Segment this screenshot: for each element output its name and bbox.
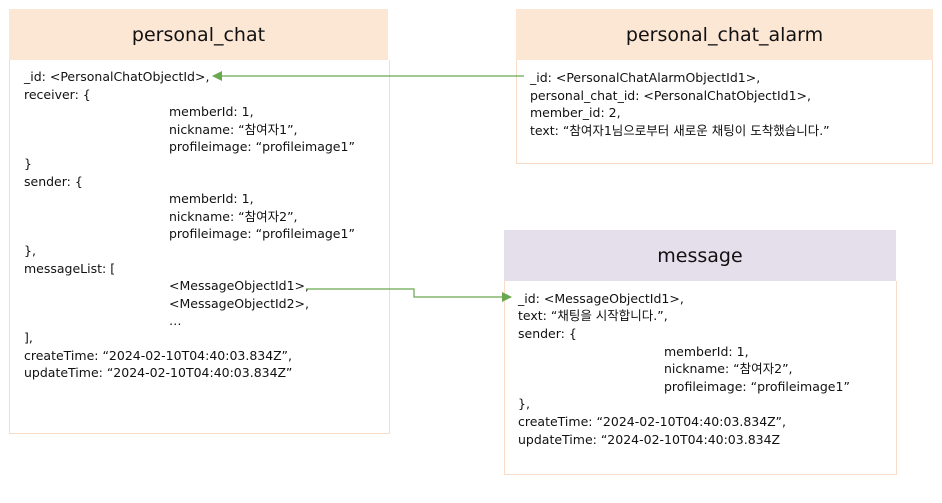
message-title: message bbox=[657, 244, 743, 267]
pc-receiver-nickname: nickname: “참여자1”, bbox=[169, 122, 298, 137]
personal-chat-alarm-body bbox=[516, 60, 933, 164]
personal-chat-alarm-header: personal_chat_alarm bbox=[516, 9, 933, 60]
pc-field-messagelist: messageList: [ bbox=[24, 261, 116, 276]
msg-sender-memberid: memberId: 1, bbox=[664, 344, 749, 359]
pc-receiver-memberid: memberId: 1, bbox=[169, 104, 254, 119]
msg-field-updatetime: updateTime: “2024-02-10T04:40:03.834Z bbox=[518, 432, 781, 447]
pc-messagelist-ellipsis: … bbox=[169, 313, 182, 328]
msg-sender-nickname: nickname: “참여자2”, bbox=[664, 361, 793, 376]
personal-chat-alarm-title: personal_chat_alarm bbox=[625, 23, 824, 46]
pc-field-receiver: receiver: { bbox=[24, 87, 91, 102]
pc-sender-close: }, bbox=[24, 243, 36, 258]
personal-chat-body bbox=[9, 60, 390, 434]
msg-field-sender: sender: { bbox=[518, 326, 577, 341]
pc-sender-memberid: memberId: 1, bbox=[169, 191, 254, 206]
pc-receiver-profileimage: profileimage: “profileimage1” bbox=[169, 139, 355, 154]
personal-chat-title: personal_chat bbox=[131, 23, 266, 46]
pc-field-id: _id: <PersonalChatObjectId>, bbox=[24, 69, 210, 84]
pca-field-member-id: member_id: 2, bbox=[530, 105, 621, 120]
personal-chat-header: personal_chat bbox=[9, 9, 388, 60]
msg-field-text: text: “채팅을 시작합니다.”, bbox=[518, 308, 668, 323]
pca-field-personal-chat-id: personal_chat_id: <PersonalChatObjectId1… bbox=[530, 88, 811, 103]
pc-messagelist-item-1: <MessageObjectId1>, bbox=[169, 278, 309, 293]
pc-receiver-close: } bbox=[24, 156, 32, 171]
pc-sender-profileimage: profileimage: “profileimage1” bbox=[169, 226, 355, 241]
pca-field-id: _id: <PersonalChatAlarmObjectId1>, bbox=[530, 70, 761, 85]
pc-messagelist-close: ], bbox=[24, 330, 33, 345]
pc-field-createtime: createTime: “2024-02-10T04:40:03.834Z”, bbox=[24, 348, 292, 363]
pc-messagelist-item-2: <MessageObjectId2>, bbox=[169, 296, 309, 311]
pc-field-sender: sender: { bbox=[24, 174, 83, 189]
message-header: message bbox=[504, 230, 896, 281]
msg-field-createtime: createTime: “2024-02-10T04:40:03.834Z”, bbox=[518, 414, 786, 429]
msg-sender-profileimage: profileimage: “profileimage1” bbox=[664, 379, 850, 394]
msg-field-id: _id: <MessageObjectId1>, bbox=[518, 291, 684, 306]
message-body bbox=[504, 281, 897, 475]
pca-field-text: text: “참여자1님으로부터 새로운 채팅이 도착했습니다.” bbox=[530, 123, 830, 138]
pc-sender-nickname: nickname: “참여자2”, bbox=[169, 209, 298, 224]
msg-sender-close: }, bbox=[518, 396, 530, 411]
pc-field-updatetime: updateTime: “2024-02-10T04:40:03.834Z” bbox=[24, 365, 293, 380]
